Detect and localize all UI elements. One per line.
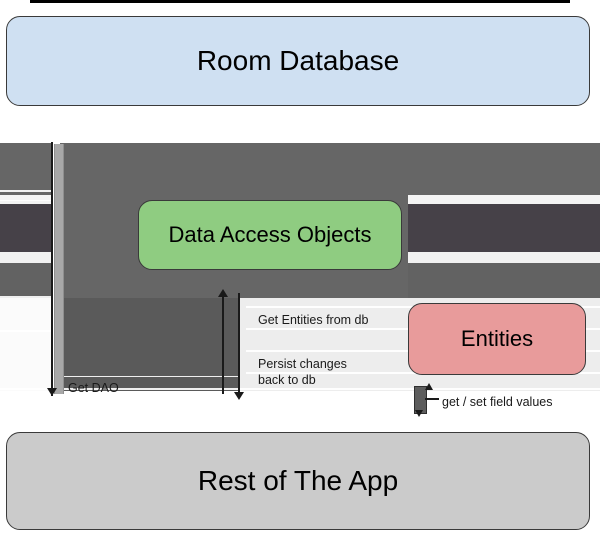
arrow-up-icon — [218, 289, 228, 297]
arrow-down-small-icon — [415, 410, 423, 417]
component-rest-of-the-app[interactable]: Rest of The App — [6, 432, 590, 530]
component-entities[interactable]: Entities — [408, 303, 586, 375]
hairline — [0, 330, 52, 332]
annotation-persist-changes: Persist changes back to db — [258, 357, 347, 387]
hairline — [0, 417, 600, 421]
component-label: Rest of The App — [197, 464, 399, 496]
component-label: Data Access Objects — [168, 221, 372, 247]
slab-white-stripe-upper — [408, 195, 600, 204]
component-room-database[interactable]: Room Database — [6, 16, 590, 106]
white-gap-middle — [0, 252, 52, 263]
arrow-line-field-values — [425, 398, 439, 400]
component-label: Entities — [460, 325, 534, 351]
hairline — [60, 376, 238, 377]
arrow-down-icon — [234, 392, 244, 400]
arrow-get-dao-icon — [47, 388, 57, 396]
dark-gray-band — [0, 204, 52, 252]
annotation-get-set-field-values: get / set field values — [442, 395, 553, 409]
component-label: Room Database — [196, 44, 400, 76]
component-data-access-objects[interactable]: Data Access Objects — [138, 200, 402, 270]
light-band-bottom — [0, 305, 52, 391]
hairline — [0, 296, 52, 298]
hairline — [0, 388, 600, 390]
hairline — [0, 407, 600, 410]
slab-lower-dark-region — [60, 298, 238, 391]
arrow-up-small-icon — [425, 383, 433, 390]
white-gap-lower — [0, 298, 52, 305]
top-trim-line — [30, 0, 570, 3]
activation-bar-left — [54, 144, 64, 394]
hairline — [0, 398, 600, 400]
gray-band-lower — [0, 263, 52, 298]
arrow-line-get-entities — [222, 293, 224, 394]
white-gap-upper — [0, 195, 52, 204]
annotation-get-entities-from-db: Get Entities from db — [258, 313, 369, 327]
arrow-line-persist — [238, 293, 240, 394]
gray-band-upper — [0, 143, 52, 195]
slab-white-stripe-lower — [408, 252, 600, 263]
slab-mid-gray-band — [408, 263, 600, 298]
slab-dark-stripe — [408, 204, 600, 252]
annotation-get-dao: Get DAO — [68, 381, 119, 395]
lifeline-left — [51, 142, 53, 396]
hairline — [0, 190, 52, 192]
hairline — [0, 200, 52, 201]
